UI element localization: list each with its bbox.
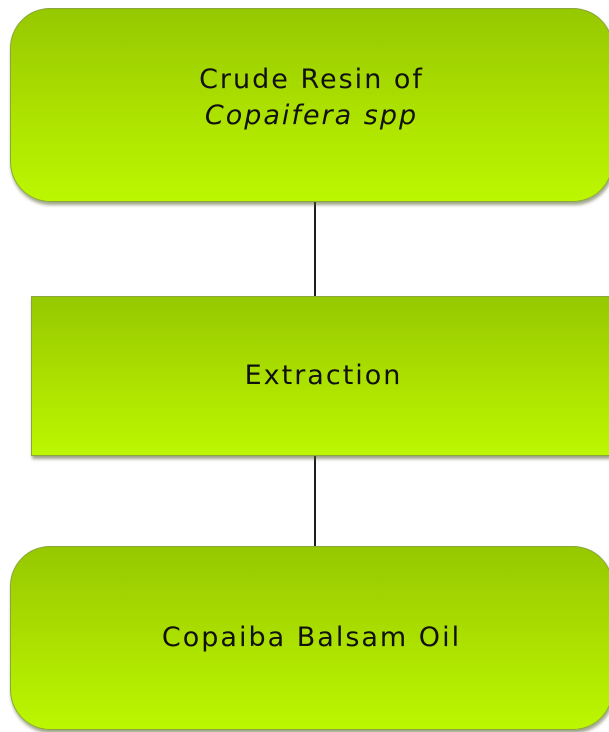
node-copaiba-balsam-oil: Copaiba Balsam Oil xyxy=(10,546,609,730)
connector-extraction-to-oil xyxy=(314,452,316,550)
node-crude-resin-line1: Crude Resin of xyxy=(199,64,424,95)
node-extraction: Extraction xyxy=(31,296,609,456)
node-copaiba-balsam-oil-label: Copaiba Balsam Oil xyxy=(161,622,462,653)
node-extraction-label: Extraction xyxy=(244,360,403,391)
node-crude-resin-species: Copaifera spp xyxy=(204,100,419,131)
connector-resin-to-extraction xyxy=(314,196,316,298)
node-crude-resin: Crude Resin of Copaifera spp xyxy=(10,8,609,202)
